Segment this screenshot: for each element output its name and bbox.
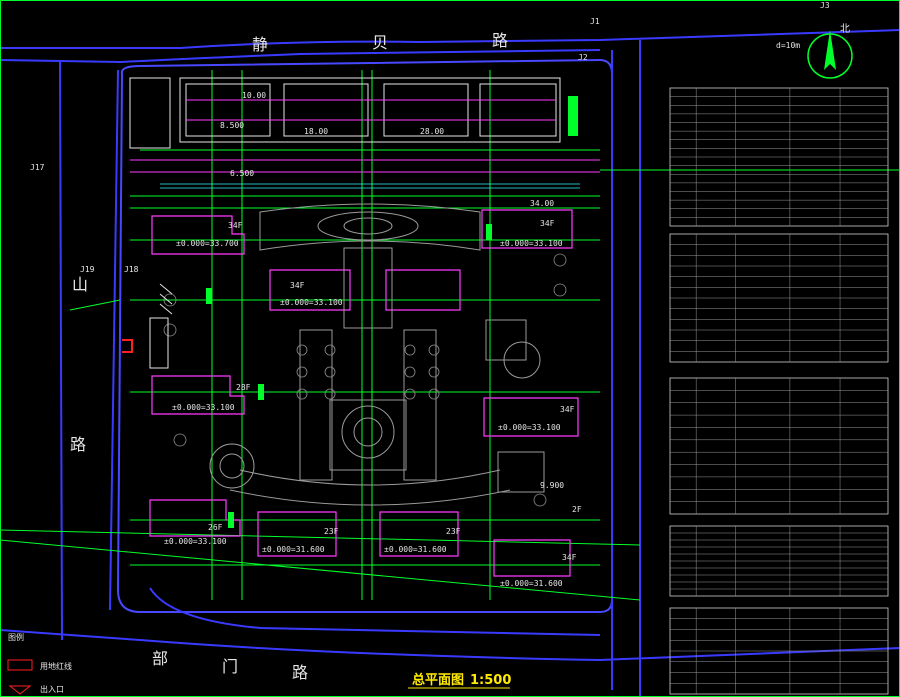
table-3 [669, 377, 889, 515]
road-south-char-1: 部 [152, 649, 168, 668]
top-dim-2: 10.00 [242, 91, 266, 100]
north-label: 北 [840, 23, 850, 35]
bldg-floors-7: 23F [324, 527, 339, 536]
left-mark-1: J19 [80, 265, 95, 274]
building-labels: 34F ±0.000=33.700 34F ±0.000=33.100 28F … [164, 219, 582, 588]
west-parking [149, 283, 173, 369]
bldg-elev-8: ±0.000=31.600 [384, 545, 447, 554]
road-network [0, 29, 900, 697]
bldg-floors-8: 23F [446, 527, 461, 536]
bldg-floors-5: 34F [560, 405, 575, 414]
bldg-elev-10: 9.900 [540, 481, 564, 490]
trees [163, 253, 567, 507]
road-names: 静 贝 路 部 门 路 山 路 [70, 31, 508, 682]
road-south-char-3: 路 [292, 663, 308, 682]
top-dims: 8.500 10.00 18.00 28.00 6.500 34.00 [220, 91, 554, 208]
bldg-elev-5: ±0.000=33.100 [498, 423, 561, 432]
road-west-char-1: 山 [72, 275, 88, 294]
road-west-char-2: 路 [70, 435, 86, 454]
north-building-row [129, 77, 600, 173]
north-railing [160, 183, 580, 189]
bldg-floors-10: 2F [572, 505, 582, 514]
dimension-lines [0, 70, 900, 601]
top-dim-4: 28.00 [420, 127, 444, 136]
bldg-floors-6: 26F [208, 523, 223, 532]
road-north-char-1: 静 [252, 35, 268, 54]
legend: 图例 用地红线 出入口 [7, 632, 72, 695]
north-arrow: 北 d=10m [776, 23, 853, 79]
entrance-marker [122, 339, 133, 353]
bldg-floors-2: 34F [540, 219, 555, 228]
bldg-elev-1: ±0.000=33.700 [176, 239, 239, 248]
bldg-floors-1: 34F [228, 221, 243, 230]
legend-redline-label: 用地红线 [40, 661, 72, 671]
left-mark-2: J18 [124, 265, 139, 274]
legend-entrance-label: 出入口 [40, 684, 64, 694]
legend-redline-swatch [7, 659, 33, 671]
top-dim-1: 8.500 [220, 121, 244, 130]
bldg-elev-3: ±0.000=33.100 [172, 403, 235, 412]
top-dim-6: 34.00 [530, 199, 554, 208]
drawing-scale-text: 1:500 [470, 673, 511, 688]
legend-title: 图例 [8, 632, 24, 642]
bldg-floors-3: 28F [236, 383, 251, 392]
road-north-char-2: 贝 [372, 33, 388, 52]
bldg-elev-9: ±0.000=31.600 [500, 579, 563, 588]
table-rules [670, 88, 888, 694]
left-mark-3: J17 [30, 163, 45, 172]
north-note: d=10m [776, 41, 800, 50]
bldg-elev-2: ±0.000=33.100 [500, 239, 563, 248]
grid-marks: J19 J18 J17 J2 J1 J3 [30, 1, 830, 274]
bldg-elev-6: ±0.000=33.100 [164, 537, 227, 546]
bldg-floors-4: 34F [290, 281, 305, 290]
right-mark-3: J3 [820, 1, 830, 10]
bldg-elev-7: ±0.000=31.600 [262, 545, 325, 554]
right-mark-1: J2 [578, 53, 588, 62]
tower-footprints [149, 209, 579, 577]
legend-entrance-swatch [8, 685, 32, 695]
bldg-elev-4: ±0.000=33.100 [280, 298, 343, 307]
central-courtyard [209, 203, 545, 506]
bldg-floors-9: 34F [562, 553, 577, 562]
road-south-char-2: 门 [222, 657, 238, 676]
green-blocks [206, 96, 578, 528]
top-dim-5: 6.500 [230, 169, 254, 178]
top-dim-3: 18.00 [304, 127, 328, 136]
drawing-title: 总平面图 1:500 [408, 672, 511, 689]
drawing-title-text: 总平面图 [412, 672, 464, 688]
road-north-char-3: 路 [492, 31, 508, 50]
right-mark-2: J1 [590, 17, 600, 26]
